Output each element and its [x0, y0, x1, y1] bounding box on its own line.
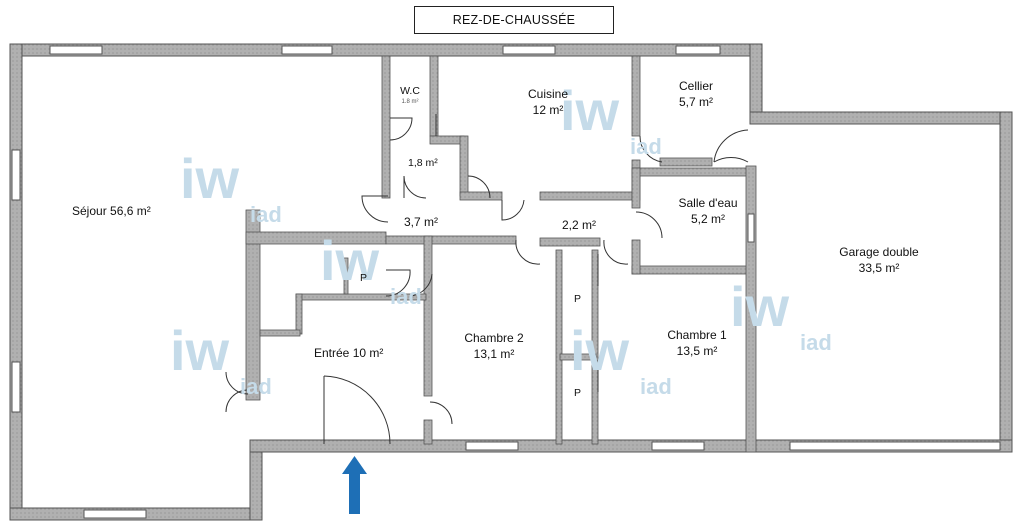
floor-title-text: REZ-DE-CHAUSSÉE	[452, 13, 576, 27]
salle-eau-area: 5,2 m²	[690, 212, 725, 227]
room-label-entree: Entrée 10 m²	[314, 345, 383, 361]
room-label-cellier: Cellier 5,7 m²	[668, 78, 724, 110]
placard-label-3: P	[574, 386, 581, 400]
cuisine-area: 12 m²	[532, 103, 564, 118]
room-label-wc: W.C 1.8 m²	[392, 84, 428, 106]
chambre2-name: Chambre 2	[464, 331, 524, 345]
room-label-chambre-2: Chambre 2 13,1 m²	[460, 330, 528, 362]
sejour-name: Séjour 56,6 m²	[72, 204, 151, 218]
placard-1-text: P	[360, 272, 368, 284]
room-label-sejour: Séjour 56,6 m²	[72, 203, 151, 219]
cellier-name: Cellier	[678, 79, 713, 93]
chambre1-name: Chambre 1	[667, 328, 727, 342]
degagement2-area: 2,2 m²	[562, 218, 597, 232]
placard-wc-area: 1,8 m²	[408, 157, 438, 169]
garage-name: Garage double	[839, 245, 919, 259]
chambre1-area: 13,5 m²	[676, 344, 718, 359]
garage-area: 33,5 m²	[858, 261, 900, 276]
placard-label-1: P	[360, 271, 367, 285]
room-label-placard-wc: 1,8 m²	[408, 156, 438, 170]
room-label-cuisine: Cuisine 12 m²	[518, 86, 578, 118]
entry-arrow-icon	[342, 456, 367, 514]
entree-name: Entrée 10 m²	[314, 346, 384, 360]
room-label-salle-eau: Salle d'eau 5,2 m²	[672, 195, 744, 227]
windows	[11, 45, 1001, 519]
interior-walls	[245, 55, 757, 453]
placard-3-text: P	[574, 387, 582, 399]
placard-label-2: P	[574, 292, 581, 306]
degagement1-area: 3,7 m²	[404, 215, 439, 229]
floor-title: REZ-DE-CHAUSSÉE	[414, 6, 614, 34]
room-label-degagement-2: 2,2 m²	[562, 217, 596, 233]
room-label-garage: Garage double 33,5 m²	[832, 244, 926, 276]
chambre2-area: 13,1 m²	[473, 347, 515, 362]
salle-eau-name: Salle d'eau	[678, 196, 738, 210]
doors	[225, 114, 749, 445]
cellier-area: 5,7 m²	[678, 95, 713, 110]
wc-name: W.C	[400, 85, 420, 97]
cuisine-name: Cuisine	[527, 87, 569, 101]
placard-2-text: P	[574, 293, 582, 305]
room-label-chambre-1: Chambre 1 13,5 m²	[662, 327, 732, 359]
wc-area: 1.8 m²	[401, 99, 419, 106]
room-label-degagement-1: 3,7 m²	[404, 214, 438, 230]
